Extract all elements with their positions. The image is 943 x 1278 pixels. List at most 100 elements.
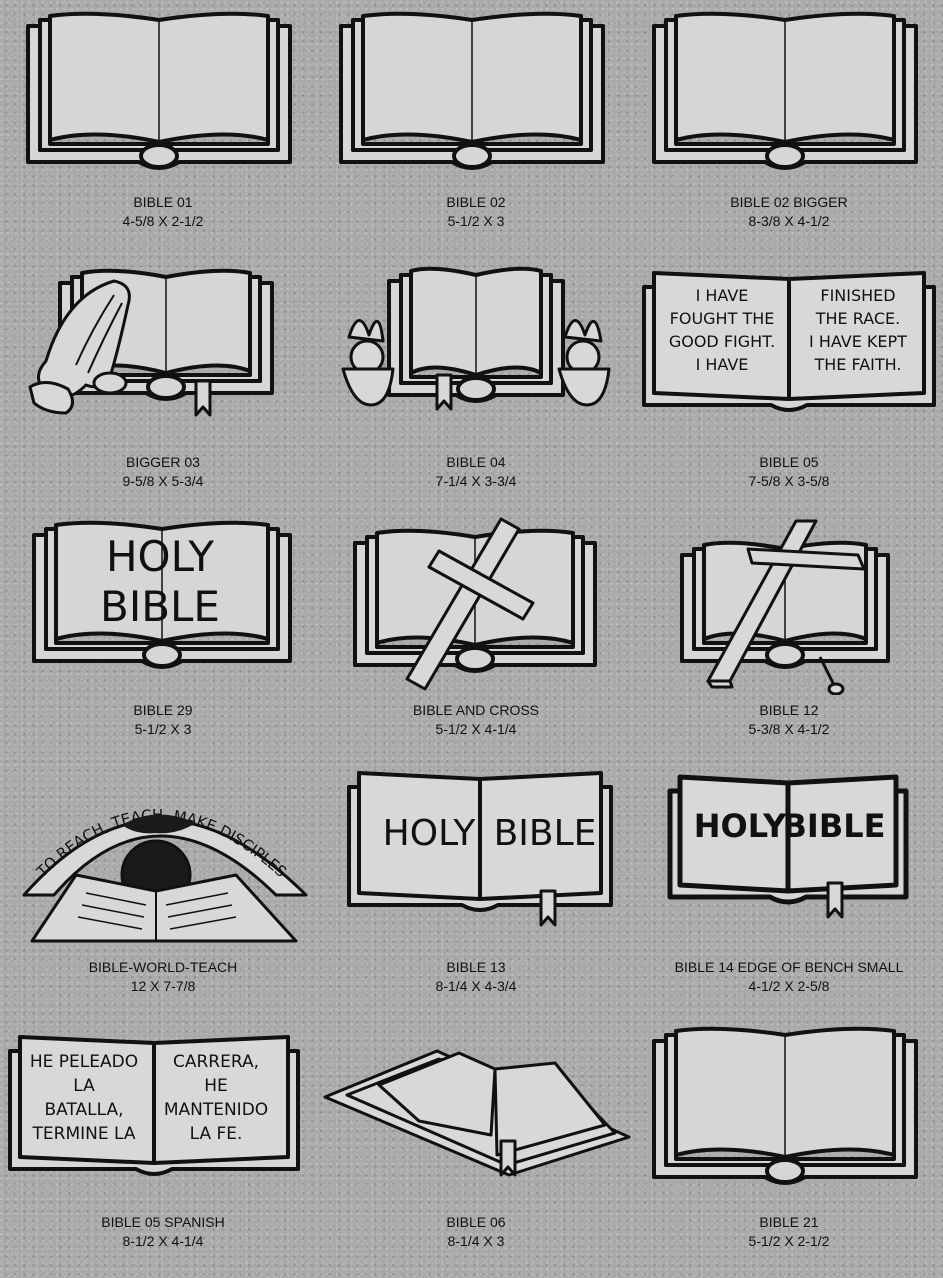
- item-caption: BIBLE 01 4-5/8 X 2-1/2: [6, 193, 320, 231]
- catalog-item: BIBLE AND CROSS 5-1/2 X 4-1/4: [319, 515, 633, 768]
- item-name: BIBLE 02: [446, 194, 506, 210]
- item-size: 8-3/8 X 4-1/2: [748, 213, 830, 229]
- item-size: 5-3/8 X 4-1/2: [748, 721, 830, 737]
- flower-book-icon: [341, 266, 611, 411]
- item-caption: BIBLE 06 8-1/4 X 3: [319, 1213, 633, 1251]
- item-caption: BIBLE 02 5-1/2 X 3: [319, 193, 633, 231]
- item-caption: BIBLE 29 5-1/2 X 3: [6, 701, 320, 739]
- book-text-line: FINISHED: [820, 286, 895, 305]
- banner-arc: [22, 818, 308, 897]
- item-size: 8-1/4 X 3: [447, 1233, 505, 1249]
- book-text-line: BATALLA,: [44, 1100, 123, 1120]
- item-size: 8-1/2 X 4-1/4: [122, 1233, 204, 1249]
- item-name: BIGGER 03: [126, 454, 200, 470]
- verse-book-icon: I HAVE FOUGHT THE GOOD FIGHT. I HAVE FINISHE…: [642, 271, 936, 412]
- item-name: BIBLE 02 BIGGER: [730, 194, 848, 210]
- open-book-icon: [652, 11, 918, 170]
- cross-3d-shape: [706, 519, 866, 689]
- open-book-icon: [652, 1026, 918, 1185]
- perspective-book-icon: [323, 1049, 631, 1177]
- book-text-line: BIBLE: [783, 807, 886, 845]
- item-size: 12 X 7-7/8: [130, 978, 196, 994]
- catalog-item: BIBLE 01 4-5/8 X 2-1/2: [6, 10, 320, 263]
- open-book-icon: [339, 11, 605, 170]
- book-text-line: I HAVE: [696, 286, 749, 305]
- item-caption: BIBLE 02 BIGGER 8-3/8 X 4-1/2: [632, 193, 943, 231]
- item-name: BIBLE 21: [759, 1214, 819, 1230]
- item-name: BIBLE-WORLD-TEACH: [88, 959, 238, 975]
- catalog-item: BIBLE 06 8-1/4 X 3: [319, 1025, 633, 1278]
- catalog-item: BIBLE 21 5-1/2 X 2-1/2: [632, 1025, 943, 1278]
- verse-book-icon: HE PELEADO LA BATALLA, TERMINE LA CARRERA, HE…: [8, 1035, 300, 1176]
- catalog-item: HE PELEADO LA BATALLA, TERMINE LA CARRERA, HE…: [6, 1025, 320, 1278]
- book-text-line: THE RACE.: [815, 309, 901, 328]
- cross-3d-book-icon: [680, 519, 890, 695]
- world-book-icon: TO REACH, TEACH, MAKE DISCIPLES: [22, 806, 308, 943]
- item-size: 9-5/8 X 5-3/4: [122, 473, 204, 489]
- book-text-line: HOLY: [694, 807, 787, 845]
- book-text-line: I HAVE KEPT: [809, 332, 907, 351]
- item-size: 8-1/4 X 4-3/4: [435, 978, 517, 994]
- item-name: BIBLE 05: [759, 454, 819, 470]
- item-name: BIBLE 13: [446, 959, 506, 975]
- item-size: 5-1/2 X 3: [447, 213, 505, 229]
- item-name: BIBLE 29: [133, 702, 193, 718]
- item-name: BIBLE 01: [133, 194, 193, 210]
- book-text-line: FOUGHT THE: [670, 309, 775, 328]
- item-name: BIBLE 05 SPANISH: [101, 1214, 225, 1230]
- item-size: 7-1/4 X 3-3/4: [435, 473, 517, 489]
- item-name: BIBLE AND CROSS: [412, 702, 540, 718]
- catalog-item: TO REACH, TEACH, MAKE DISCIPLES BIBLE-WO…: [6, 765, 320, 1018]
- item-caption: BIBLE AND CROSS 5-1/2 X 4-1/4: [319, 701, 633, 739]
- book-text-line: LA FE.: [190, 1124, 243, 1144]
- item-size: 4-5/8 X 2-1/2: [122, 213, 204, 229]
- book-text-line: TERMINE LA: [32, 1124, 136, 1144]
- flower-right: [557, 319, 611, 407]
- catalog-item: BIBLE 04 7-1/4 X 3-3/4: [319, 265, 633, 518]
- open-bible: [30, 873, 298, 943]
- cross-shape: [405, 517, 535, 691]
- catalog-item: BIBLE 02 5-1/2 X 3: [319, 10, 633, 263]
- book-text-line: THE FAITH.: [813, 355, 901, 374]
- book-text-line: HOLY: [106, 532, 214, 581]
- item-size: 5-1/2 X 4-1/4: [435, 721, 517, 737]
- item-caption: BIBLE 04 7-1/4 X 3-3/4: [319, 453, 633, 491]
- flower-left: [341, 319, 395, 407]
- item-caption: BIBLE 13 8-1/4 X 4-3/4: [319, 958, 633, 996]
- item-name: BIBLE 06: [446, 1214, 506, 1230]
- book-text-line: I HAVE: [696, 355, 749, 374]
- item-name: BIBLE 14 EDGE OF BENCH SMALL: [674, 959, 904, 975]
- item-size: 5-1/2 X 2-1/2: [748, 1233, 830, 1249]
- cross-book-icon: [353, 517, 597, 691]
- book-text-line: CARRERA,: [173, 1052, 259, 1072]
- catalog-item: BIBLE 02 BIGGER 8-3/8 X 4-1/2: [632, 10, 943, 263]
- open-book-icon: [26, 11, 292, 170]
- item-caption: BIGGER 03 9-5/8 X 5-3/4: [6, 453, 320, 491]
- item-caption: BIBLE 12 5-3/8 X 4-1/2: [632, 701, 943, 739]
- book-text-line: HOLY: [383, 813, 477, 854]
- book-text-line: MANTENIDO: [164, 1100, 268, 1120]
- item-caption: BIBLE 21 5-1/2 X 2-1/2: [632, 1213, 943, 1251]
- item-size: 7-5/8 X 3-5/8: [748, 473, 830, 489]
- item-caption: BIBLE 05 7-5/8 X 3-5/8: [632, 453, 943, 491]
- item-caption: BIBLE 05 SPANISH 8-1/2 X 4-1/4: [6, 1213, 320, 1251]
- book-text-line: HE: [204, 1076, 228, 1096]
- praying-hands-book-icon: [28, 268, 274, 417]
- item-caption: BIBLE-WORLD-TEACH 12 X 7-7/8: [6, 958, 320, 996]
- catalog-item: BIBLE 12 5-3/8 X 4-1/2: [632, 515, 943, 768]
- catalog-item: BIGGER 03 9-5/8 X 5-3/4: [6, 265, 320, 518]
- item-caption: BIBLE 14 EDGE OF BENCH SMALL 4-1/2 X 2-5…: [632, 958, 943, 996]
- item-name: BIBLE 12: [759, 702, 819, 718]
- book-text-line: GOOD FIGHT.: [669, 332, 775, 351]
- catalog-item: I HAVE FOUGHT THE GOOD FIGHT. I HAVE FINISHE…: [632, 265, 943, 518]
- item-size: 5-1/2 X 3: [134, 721, 192, 737]
- book-text-line: HE PELEADO: [30, 1052, 138, 1072]
- book-text-line: LA: [73, 1076, 95, 1096]
- item-name: BIBLE 04: [446, 454, 506, 470]
- item-size: 4-1/2 X 2-5/8: [748, 978, 830, 994]
